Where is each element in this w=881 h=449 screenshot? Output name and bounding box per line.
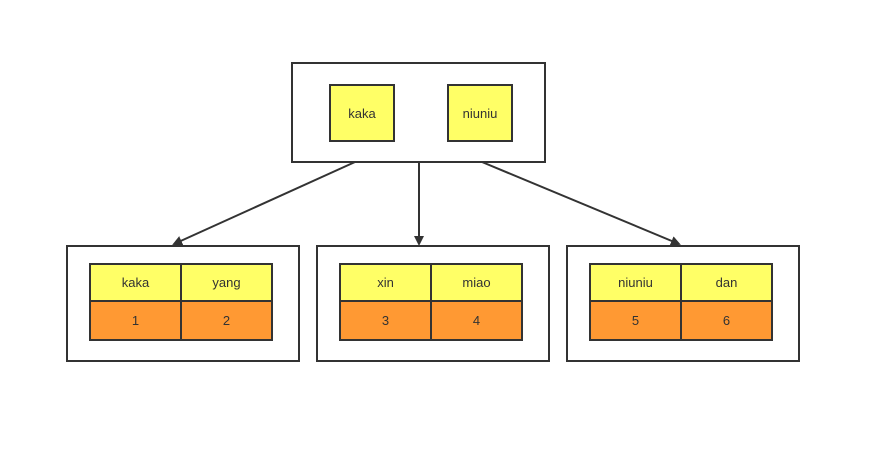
leaf-1-value-2: 2 [180,300,273,341]
leaf-1-value-1: 1 [89,300,182,341]
edge-root-to-leaf-1 [172,161,356,246]
leaf-3-value-2: 6 [680,300,773,341]
edge-root-to-leaf-3 [481,161,681,246]
leaf-3-name-2: dan [680,263,773,302]
leaf-2-name-2: miao [430,263,523,302]
leaf-1-name-2: yang [180,263,273,302]
leaf-2-name-1: xin [339,263,432,302]
leaf-3-value-1: 5 [589,300,682,341]
root-key-1: kaka [329,84,395,142]
root-key-2: niuniu [447,84,513,142]
leaf-3-name-1: niuniu [589,263,682,302]
leaf-1-name-1: kaka [89,263,182,302]
leaf-2-value-1: 3 [339,300,432,341]
leaf-2-value-2: 4 [430,300,523,341]
